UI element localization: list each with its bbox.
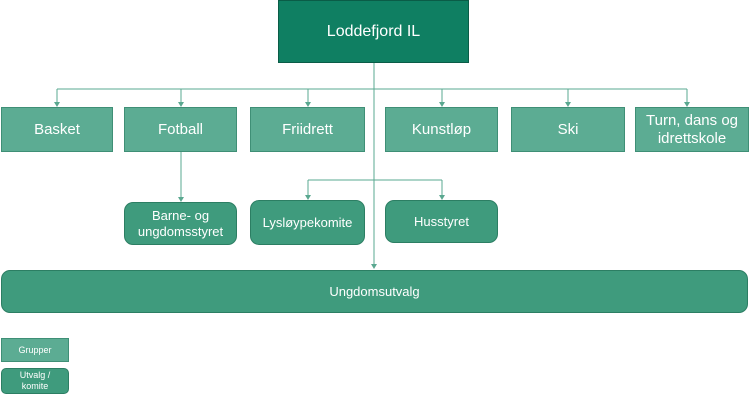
group-basket[interactable]: Basket (1, 107, 113, 152)
group-label: Ski (557, 120, 579, 138)
committee-label: Lysløypekomite (262, 214, 353, 230)
committee-husstyret[interactable]: Husstyret (385, 200, 498, 243)
legend-committees: Utvalg / komite (1, 368, 69, 394)
legend-groups: Grupper (1, 338, 69, 362)
group-ski[interactable]: Ski (511, 107, 625, 152)
group-label: Friidrett (282, 120, 333, 138)
group-label: Fotball (157, 120, 204, 138)
legend-committees-label: Utvalg / komite (19, 370, 51, 391)
org-name: Loddefjord IL (326, 22, 421, 40)
committee-label: Ungdomsutvalg (329, 283, 420, 299)
committee-label: Husstyret (414, 213, 469, 229)
committee-barne[interactable]: Barne- og ungdomsstyret (124, 202, 237, 245)
group-label: Turn, dans og idrettskole (646, 111, 738, 147)
legend-groups-label: Grupper (18, 344, 52, 355)
committee-ungdomsutvalg[interactable]: Ungdomsutvalg (1, 270, 748, 313)
group-turn[interactable]: Turn, dans og idrettskole (635, 107, 749, 152)
group-fotball[interactable]: Fotball (124, 107, 237, 152)
group-kunstlop[interactable]: Kunstløp (385, 107, 498, 152)
group-label: Kunstløp (411, 120, 472, 138)
org-root-box[interactable]: Loddefjord IL (278, 0, 469, 63)
committee-label: Barne- og ungdomsstyret (137, 207, 224, 239)
group-friidrett[interactable]: Friidrett (250, 107, 365, 152)
group-label: Basket (34, 120, 80, 138)
committee-lysloype[interactable]: Lysløypekomite (250, 200, 365, 245)
